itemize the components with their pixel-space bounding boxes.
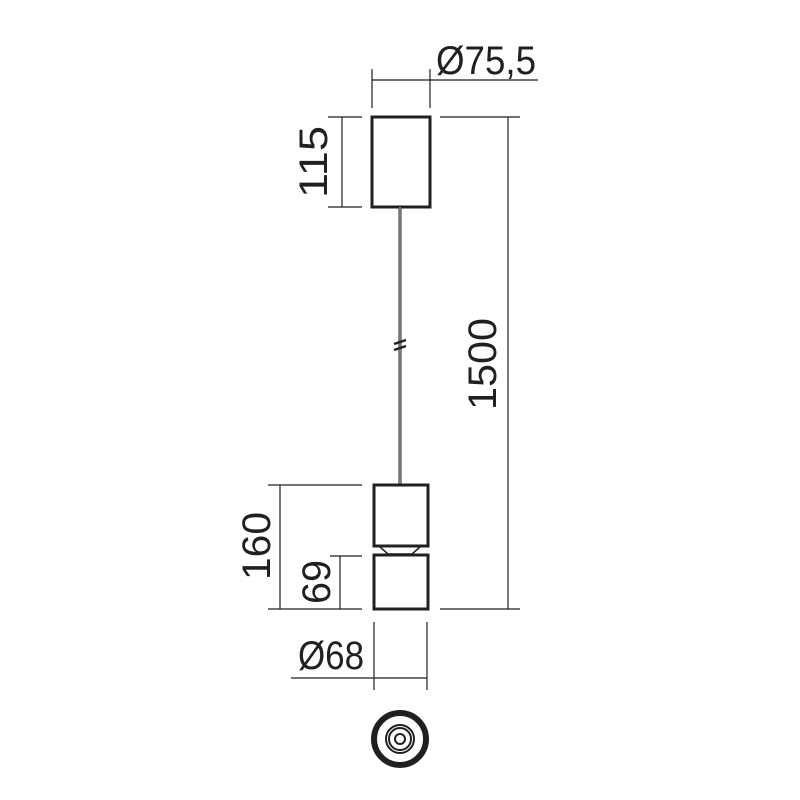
- total-drop-dimension: [440, 116, 520, 610]
- canopy-diameter-label: Ø75,5: [436, 39, 536, 83]
- canopy-diameter-dimension: [371, 69, 538, 108]
- body-diameter-dimension: [291, 622, 428, 690]
- body-diameter-label: Ø68: [298, 634, 364, 678]
- lower-section-dimension: [330, 555, 362, 609]
- ceiling-canopy: [370, 115, 432, 209]
- bottom-view-icon: [371, 710, 429, 768]
- lamp-body-lower: [372, 553, 430, 611]
- lamp-body-neck: [379, 546, 421, 555]
- body-height-label: 160: [235, 512, 279, 580]
- lamp-body-upper: [372, 483, 430, 548]
- body-height-dimension: [268, 484, 362, 610]
- canopy-height-dimension: [328, 116, 362, 208]
- canopy-height-label: 115: [292, 126, 336, 198]
- cable-adjuster-icon: [393, 338, 407, 352]
- lower-section-label: 69: [295, 560, 339, 604]
- total-drop-label: 1500: [461, 318, 505, 410]
